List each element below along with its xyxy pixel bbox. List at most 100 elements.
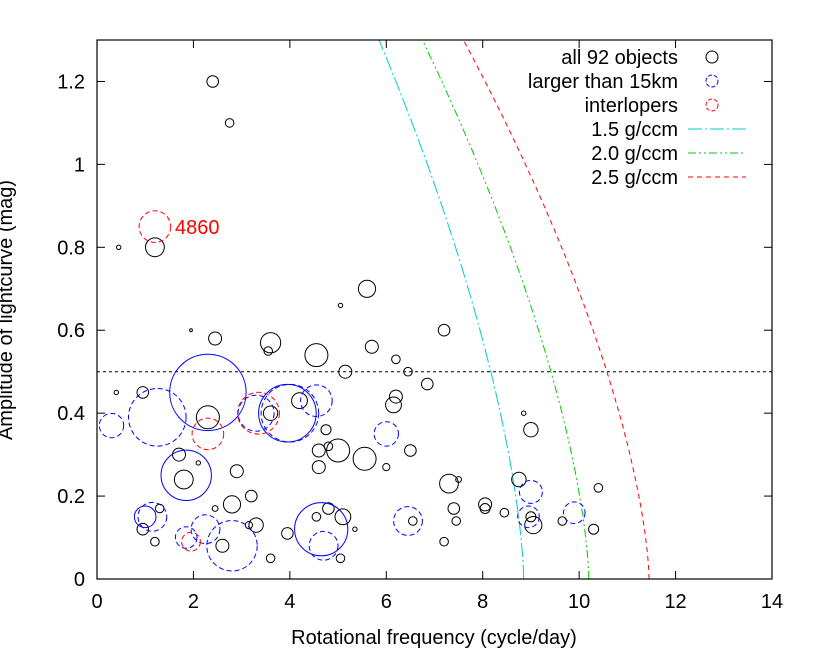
data-point [211, 505, 219, 512]
data-point [525, 511, 537, 523]
data-point [191, 417, 225, 451]
data-point [479, 503, 491, 514]
data-point [262, 405, 279, 421]
data-point [160, 449, 212, 501]
data-point [517, 505, 540, 529]
x-tick-label: 10 [568, 591, 590, 613]
data-point [518, 479, 543, 504]
data-point [322, 502, 335, 515]
density-curve [378, 40, 525, 579]
data-point [593, 483, 604, 493]
data-point [588, 523, 600, 535]
y-tick-label: 1.2 [57, 71, 85, 93]
data-point [499, 507, 510, 518]
data-point [388, 389, 403, 404]
data-point [439, 473, 459, 494]
data-point [478, 497, 493, 512]
data-point [326, 438, 351, 463]
data-point [447, 502, 461, 515]
data-point [393, 506, 423, 536]
data-point [523, 422, 539, 438]
data-point [181, 531, 201, 552]
legend-label: all 92 objects [561, 47, 678, 69]
data-point [237, 394, 275, 432]
legend-marker [705, 98, 719, 112]
data-point [311, 512, 322, 522]
data-point [439, 536, 449, 547]
data-point [138, 210, 172, 243]
legend-label: 2.0 g/ccm [591, 143, 678, 165]
data-point [385, 396, 402, 414]
data-point [190, 514, 221, 545]
data-point [260, 383, 320, 443]
legend-label: 1.5 g/ccm [591, 119, 678, 141]
data-point [265, 553, 276, 564]
data-point [248, 517, 264, 533]
annotation-4860: 4860 [175, 217, 220, 239]
data-point [195, 460, 202, 466]
x-tick-label: 0 [91, 591, 102, 613]
data-point [311, 460, 326, 475]
data-point [408, 516, 418, 526]
data-point [281, 527, 294, 540]
plot-frame [96, 39, 773, 580]
legend-label: larger than 15km [528, 71, 678, 93]
data-point [455, 476, 463, 483]
x-tick-label: 6 [381, 591, 392, 613]
density-curve [462, 40, 650, 579]
data-point [391, 354, 401, 365]
data-point [352, 526, 358, 532]
data-point [215, 538, 230, 553]
data-point [263, 346, 274, 356]
data-point [335, 553, 346, 564]
data-point [237, 391, 280, 435]
data-point [113, 389, 120, 396]
data-point [437, 323, 451, 337]
data-point [373, 421, 399, 447]
data-point [291, 392, 308, 410]
x-tick-label: 8 [477, 591, 488, 613]
data-point [557, 516, 568, 526]
data-point [208, 331, 223, 346]
data-point [222, 495, 242, 514]
data-point [382, 463, 391, 472]
plot-area [97, 40, 772, 579]
data-point [357, 279, 377, 298]
data-point [421, 377, 434, 391]
data-point [260, 332, 282, 354]
data-point [116, 244, 122, 251]
data-point [511, 471, 527, 488]
data-point [524, 516, 543, 535]
data-point [133, 505, 157, 529]
data-point [206, 520, 258, 572]
data-point [364, 339, 379, 354]
data-point [563, 501, 586, 525]
data-point [136, 522, 150, 536]
data-point [245, 489, 258, 503]
legend-marker [705, 74, 719, 88]
data-point [311, 443, 326, 458]
data-point [404, 444, 417, 457]
data-point [173, 469, 194, 490]
x-axis-label: Rotational frequency (cycle/day) [291, 627, 577, 649]
data-point [206, 75, 219, 88]
data-point [337, 302, 344, 309]
data-point [352, 446, 377, 471]
y-tick-label: 0.2 [57, 486, 85, 508]
y-tick-label: 0.4 [57, 403, 85, 425]
y-tick-label: 0.8 [57, 237, 85, 259]
data-point [338, 364, 353, 379]
data-point [174, 526, 198, 549]
y-tick-label: 0.6 [57, 320, 85, 342]
data-point [451, 516, 462, 526]
legend-marker [705, 50, 719, 64]
data-point [189, 328, 193, 333]
data-point [154, 503, 165, 514]
data-point [403, 366, 413, 377]
data-point [136, 386, 150, 399]
data-point [195, 405, 220, 430]
data-point [521, 410, 527, 416]
legend-label: 2.5 g/ccm [591, 167, 678, 189]
